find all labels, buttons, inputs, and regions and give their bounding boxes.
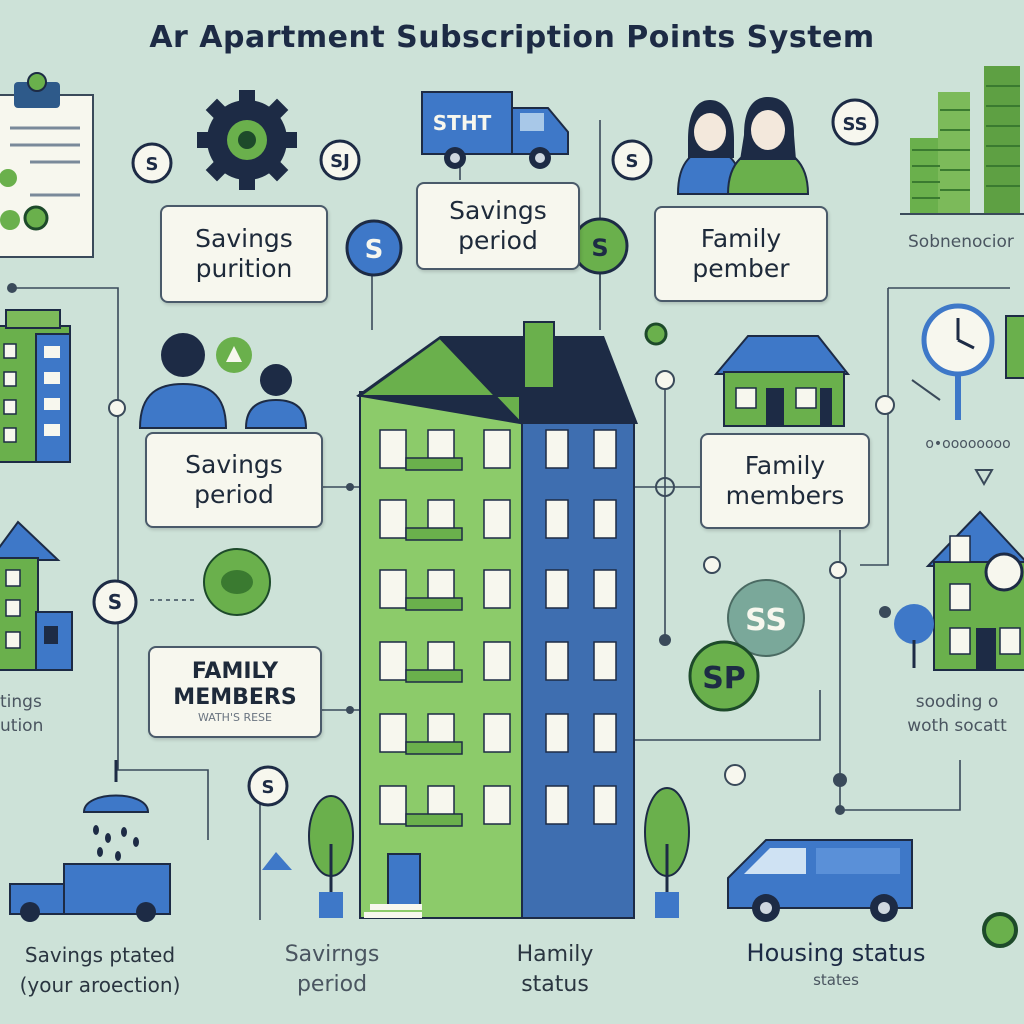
building-window <box>545 569 569 609</box>
label-savings-period-left: Savings period <box>145 432 323 528</box>
building-window <box>379 641 407 681</box>
lamp-icon <box>82 760 150 861</box>
coin-c3-label: S <box>626 151 639 172</box>
coin-c9-label: S <box>108 590 122 614</box>
two-people-icon <box>138 333 308 429</box>
building-window <box>545 429 569 469</box>
skyline-icon <box>900 66 1024 215</box>
truck-sign: STHT <box>433 111 492 135</box>
coin-c5-label: S <box>365 235 384 265</box>
building-window <box>593 641 617 681</box>
bottom-label-hamily-status: Hamily status <box>516 942 594 997</box>
coin-c3 <box>611 139 653 181</box>
page-title: Ar Apartment Subscription Points System <box>149 20 875 55</box>
tree-icon <box>262 787 690 918</box>
truck-icon-bottom <box>9 863 171 922</box>
building-window <box>379 569 407 609</box>
coin-c2-label: SJ <box>330 151 350 172</box>
building-window <box>545 499 569 539</box>
clock-magnifier-icon <box>911 303 1024 420</box>
building-window <box>379 713 407 753</box>
label-family-members-left-title: FAMILY MEMBERS <box>173 659 297 710</box>
coin-c8 <box>688 640 760 712</box>
building-window <box>545 641 569 681</box>
label-family-members-left-sub: WATH'S RESE <box>198 711 272 724</box>
building-window <box>379 429 407 469</box>
coin-c4-label: SS <box>842 114 867 135</box>
building-window <box>483 713 511 753</box>
building-window <box>483 641 511 681</box>
side-text-dotted-row: o•oooooooo <box>925 436 1011 452</box>
coins <box>92 98 1024 807</box>
coin-c10-label: S <box>262 777 275 798</box>
coin-c2 <box>319 139 361 181</box>
coin-c7 <box>727 579 805 657</box>
bottom-label-savings-period: Savirngs period <box>284 942 380 997</box>
building-window <box>593 569 617 609</box>
building-window <box>483 429 511 469</box>
coin-c8-label: SP <box>702 661 746 696</box>
label-savings-purition: Savings purition <box>160 205 328 303</box>
van-icon <box>727 839 913 922</box>
truck-icon <box>421 91 569 169</box>
label-family-pember: Family pember <box>654 206 828 302</box>
two-women-icon <box>676 97 810 195</box>
apartment-building-icon-left <box>0 520 73 671</box>
label-family-members-left: FAMILY MEMBERS WATH'S RESE <box>148 646 322 738</box>
coin-labels: S SJ S SS S S SS SP S S STHT <box>108 111 868 798</box>
coin-c7-label: SS <box>745 603 787 638</box>
coin-c9 <box>92 579 138 625</box>
central-building <box>356 321 638 919</box>
building-window <box>593 499 617 539</box>
building-window <box>593 429 617 469</box>
building-balcony <box>405 669 463 683</box>
coin-c1-label: S <box>146 154 159 175</box>
building-balcony <box>405 597 463 611</box>
building-balcony <box>405 741 463 755</box>
clipboard-icon <box>0 72 94 258</box>
coin-c10 <box>247 765 289 807</box>
coin-c6-label: S <box>591 234 608 262</box>
building-window <box>593 713 617 753</box>
building-window <box>483 569 511 609</box>
building-window <box>545 713 569 753</box>
connector-dots <box>7 283 895 815</box>
label-savings-period-top: Savings period <box>416 182 580 270</box>
office-building-icon <box>0 309 71 463</box>
building-window <box>593 785 617 825</box>
house-icon <box>713 335 851 427</box>
bottom-label-savings-stated: Savings ptated (your aroection) <box>19 943 181 997</box>
bottom-label-housing-status-sub: states <box>813 971 859 989</box>
building-window <box>379 785 407 825</box>
building-window <box>483 499 511 539</box>
building-window <box>483 785 511 825</box>
decorative-marks <box>203 322 1018 948</box>
building-windows <box>379 429 617 827</box>
coin-c1 <box>131 142 173 184</box>
building-window <box>379 499 407 539</box>
building-door <box>364 853 422 918</box>
label-family-members-right: Family members <box>700 433 870 529</box>
building-window <box>545 785 569 825</box>
gear-icon <box>197 90 297 190</box>
coin-c4 <box>831 98 879 146</box>
bottom-label-housing-status: Housing status <box>746 939 926 967</box>
coin-c5 <box>345 219 403 277</box>
building-balcony <box>405 813 463 827</box>
side-text-sobnenocior: Sobnenocior <box>908 232 1014 252</box>
building-balcony <box>405 457 463 471</box>
side-text-sooding-wotn: sooding o woth socatt <box>907 692 1007 736</box>
building-balcony <box>405 527 463 541</box>
side-text-tings-ution: tings ution <box>0 692 44 736</box>
